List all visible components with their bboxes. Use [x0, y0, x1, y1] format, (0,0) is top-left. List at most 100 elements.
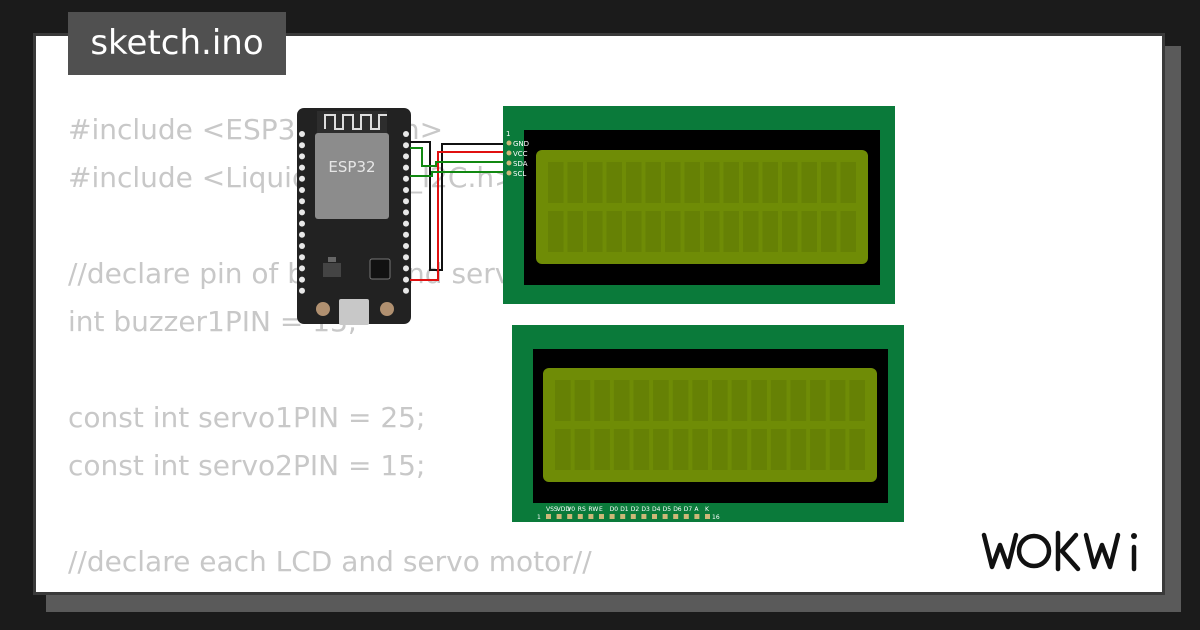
lcd-char-cell	[606, 162, 622, 203]
lcd2-pin-label: A	[694, 506, 699, 513]
lcd-char-cell	[587, 211, 603, 252]
lcd-char-cell	[684, 211, 700, 252]
lcd-char-cell	[653, 429, 669, 470]
lcd1-pin-dot[interactable]	[506, 150, 512, 156]
lcd2-pin-label: D2	[631, 506, 640, 513]
lcd-char-cell	[790, 429, 807, 470]
lcd2-pin[interactable]	[694, 514, 700, 519]
lcd2-pin[interactable]	[567, 514, 573, 519]
esp32-pin[interactable]	[403, 164, 409, 171]
lcd2-pin[interactable]	[620, 514, 626, 519]
lcd-char-cell	[849, 380, 865, 421]
lcd-char-cell	[712, 380, 728, 421]
esp32-pin[interactable]	[299, 175, 305, 182]
lcd2-pin[interactable]	[546, 514, 551, 519]
lcd2-pin-label: K	[705, 506, 710, 513]
esp32-pin[interactable]	[299, 243, 305, 249]
boot-button[interactable]	[380, 302, 394, 316]
antenna-trace-icon	[324, 114, 387, 130]
lcd2-pin[interactable]	[556, 514, 562, 519]
esp32-pin[interactable]	[299, 209, 305, 216]
esp32-pin[interactable]	[403, 175, 409, 182]
lcd-char-cell	[840, 211, 856, 252]
lcd-char-cell	[567, 162, 583, 203]
lcd2-pin[interactable]	[683, 514, 689, 519]
esp32-pin[interactable]	[403, 265, 409, 272]
esp32-pin[interactable]	[299, 254, 305, 261]
lcd2-pin[interactable]	[641, 514, 647, 519]
esp32-pin[interactable]	[403, 243, 409, 249]
esp32-pin[interactable]	[299, 287, 305, 294]
esp32-pin[interactable]	[299, 231, 305, 238]
lcd-char-cell	[849, 429, 865, 470]
esp32-pin[interactable]	[403, 220, 409, 227]
lcd-char-cell	[821, 162, 837, 203]
esp32-pin[interactable]	[403, 287, 409, 294]
voltage-regulator	[323, 263, 341, 277]
lcd-char-cell	[665, 211, 681, 252]
lcd1-pin-dot[interactable]	[506, 140, 512, 146]
esp32-pin[interactable]	[403, 187, 409, 193]
lcd2-pin[interactable]	[652, 514, 657, 519]
lcd-char-cell	[594, 429, 610, 470]
esp32-pin[interactable]	[299, 142, 305, 149]
esp32-pin[interactable]	[299, 153, 305, 160]
esp32-pin[interactable]	[299, 265, 305, 272]
esp32-pin[interactable]	[403, 209, 409, 216]
esp32-pin-headers	[299, 131, 409, 294]
lcd-char-cell	[770, 429, 787, 470]
lcd-char-cell	[606, 211, 622, 252]
lcd2-pin[interactable]	[705, 514, 710, 519]
esp32-pin[interactable]	[403, 276, 409, 283]
code-line: //declare each LCD and servo motor//	[68, 545, 592, 578]
code-line: const int servo2PIN = 15;	[68, 449, 426, 482]
lcd1-pin-vcc-label: VCC	[513, 150, 528, 158]
esp32-board[interactable]: ESP32	[295, 107, 413, 325]
lcd2-pin[interactable]	[588, 514, 594, 519]
lcd1-pin-one: 1	[506, 130, 510, 138]
lcd-char-cell	[692, 429, 708, 470]
lcd2-pin-label: D5	[663, 506, 672, 513]
lcd-i2c-display[interactable]: 1 GND VCC SDA SCL	[503, 106, 895, 304]
esp32-pin[interactable]	[299, 164, 305, 171]
wire-gnd	[410, 141, 512, 271]
lcd-char-cell	[587, 162, 603, 203]
esp32-pin[interactable]	[403, 131, 409, 137]
esp32-pin[interactable]	[299, 187, 305, 193]
esp32-pin[interactable]	[403, 254, 409, 261]
esp32-pin[interactable]	[403, 153, 409, 160]
lcd1-pin-scl-label: SCL	[513, 170, 526, 178]
esp32-pin[interactable]	[403, 142, 409, 149]
wire-sda	[410, 147, 512, 167]
lcd1-pin-dot[interactable]	[506, 160, 512, 166]
lcd-char-cell	[633, 380, 650, 421]
esp32-pin[interactable]	[299, 276, 305, 283]
lcd2-pin[interactable]	[673, 514, 679, 519]
lcd2-pin[interactable]	[630, 514, 636, 519]
lcd-char-cell	[743, 162, 759, 203]
esp32-pin[interactable]	[403, 198, 409, 205]
lcd2-pin[interactable]	[599, 514, 604, 519]
lcd-char-cell	[672, 429, 689, 470]
esp32-pin[interactable]	[299, 131, 305, 137]
lcd-char-cell	[645, 162, 661, 203]
lcd-char-cell	[810, 429, 826, 470]
lcd2-pin[interactable]	[662, 514, 668, 519]
lcd-char-cell	[790, 380, 807, 421]
esp32-module-shield	[315, 133, 389, 219]
lcd2-pin[interactable]	[577, 514, 583, 519]
lcd-char-cell	[555, 429, 571, 470]
regulator-tab	[328, 257, 336, 262]
wire-scl	[410, 171, 512, 177]
lcd-char-cell	[633, 429, 650, 470]
lcd-char-cell	[810, 380, 826, 421]
lcd1-pin-dot[interactable]	[506, 170, 512, 176]
esp32-pin[interactable]	[403, 231, 409, 238]
lcd-char-cell	[801, 211, 817, 252]
lcd2-pin[interactable]	[609, 514, 615, 519]
lcd-char-cell	[712, 429, 728, 470]
en-button[interactable]	[316, 302, 330, 316]
esp32-pin[interactable]	[299, 220, 305, 227]
esp32-pin[interactable]	[299, 198, 305, 205]
